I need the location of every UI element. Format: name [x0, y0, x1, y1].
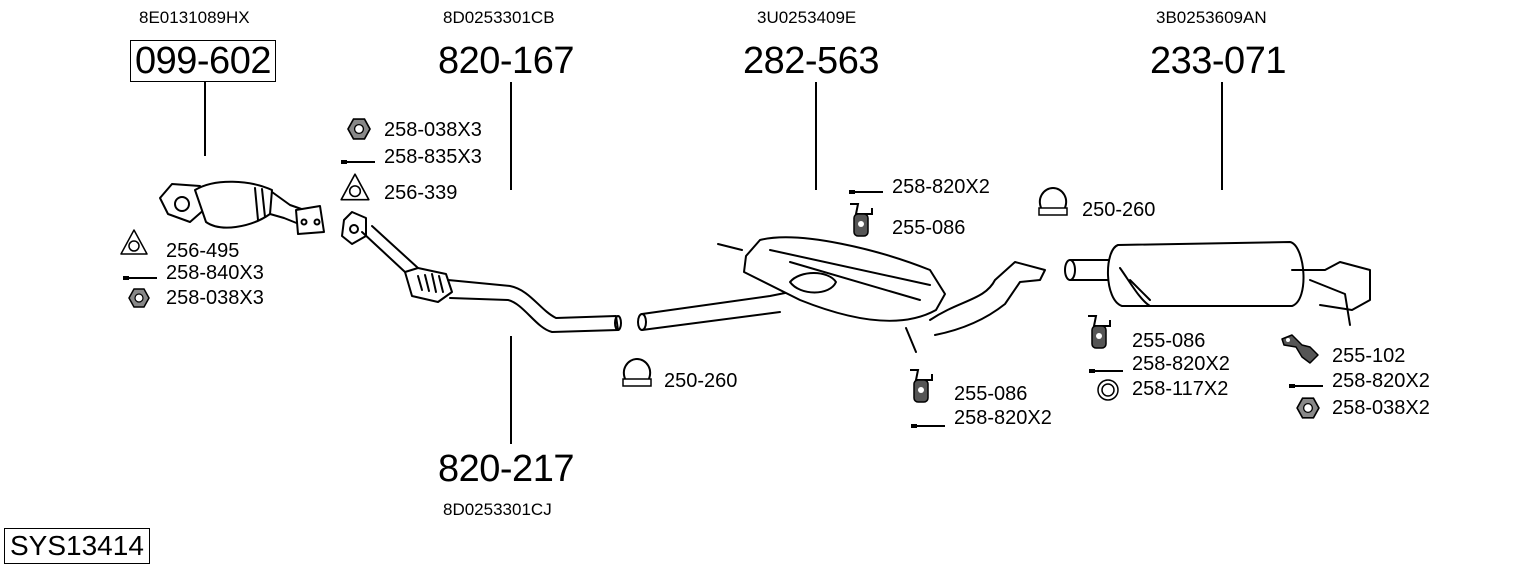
fitting-label: 255-086: [954, 383, 1028, 405]
oem-number-catalyst: 8E0131089HX: [139, 8, 250, 27]
oem-number-rear-silencer: 3B0253609AN: [1156, 8, 1267, 27]
clamp-icon: [1038, 186, 1068, 216]
fitting-label: 258-038X2: [1332, 397, 1430, 419]
clamp-icon: [622, 357, 652, 387]
nut-icon: [347, 118, 371, 140]
nut-icon: [128, 288, 150, 308]
gasket-icon: [120, 229, 148, 255]
fitting-label: 258-117X2: [1132, 378, 1229, 400]
fitting-label: 258-820X2: [954, 407, 1052, 429]
part-number-rear-silencer[interactable]: 233-071: [1150, 40, 1286, 82]
fitting-label: 258-820X2: [1132, 353, 1230, 375]
ring-icon: [1097, 379, 1119, 401]
rubber-mount-icon: [1088, 315, 1111, 349]
bolt-icon: [1089, 369, 1123, 373]
leader-line: [510, 336, 512, 444]
oem-number-front-pipe: 8D0253301CB: [443, 8, 555, 27]
bolt-icon: [341, 160, 375, 164]
fitting-label: 255-086: [892, 217, 966, 239]
part-number-middle-silencer[interactable]: 282-563: [743, 40, 879, 82]
part-number-intermediate-pipe[interactable]: 820-217: [438, 448, 574, 490]
fitting-label: 256-495: [166, 240, 240, 262]
fitting-label: 258-038X3: [166, 287, 264, 309]
bolt-icon: [849, 190, 883, 194]
fitting-label: 250-260: [1082, 199, 1156, 221]
nut-icon: [1296, 397, 1320, 419]
gasket-icon: [340, 173, 370, 201]
fitting-label: 258-820X2: [1332, 370, 1430, 392]
rear-silencer: [1064, 241, 1371, 326]
bolt-icon: [1289, 384, 1323, 388]
fitting-label: 255-086: [1132, 330, 1206, 352]
catalyst-converter: [159, 180, 325, 235]
part-number-catalyst[interactable]: 099-602: [130, 40, 276, 82]
fitting-label: 258-840X3: [166, 262, 264, 284]
oem-number-middle-silencer: 3U0253409E: [757, 8, 857, 27]
leader-line: [510, 82, 512, 190]
fitting-label: 258-820X2: [892, 176, 990, 198]
rubber-mount-icon: [910, 369, 933, 403]
fitting-label: 256-339: [384, 182, 458, 204]
rubber-mount-icon: [850, 203, 873, 237]
middle-silencer: [637, 236, 1046, 353]
bolt-icon: [911, 424, 945, 428]
fitting-label: 258-835X3: [384, 146, 482, 168]
fitting-label: 258-038X3: [384, 119, 482, 141]
bracket-icon: [1281, 334, 1319, 364]
leader-line: [1221, 82, 1223, 190]
leader-line: [204, 82, 206, 156]
oem-number-intermediate-pipe: 8D0253301CJ: [443, 500, 552, 519]
bolt-icon: [123, 276, 157, 280]
system-id-label: SYS13414: [4, 528, 150, 564]
fitting-label: 255-102: [1332, 345, 1406, 367]
leader-line: [815, 82, 817, 190]
fitting-label: 250-260: [664, 370, 738, 392]
part-number-front-pipe[interactable]: 820-167: [438, 40, 574, 82]
front-pipe: [341, 211, 622, 333]
